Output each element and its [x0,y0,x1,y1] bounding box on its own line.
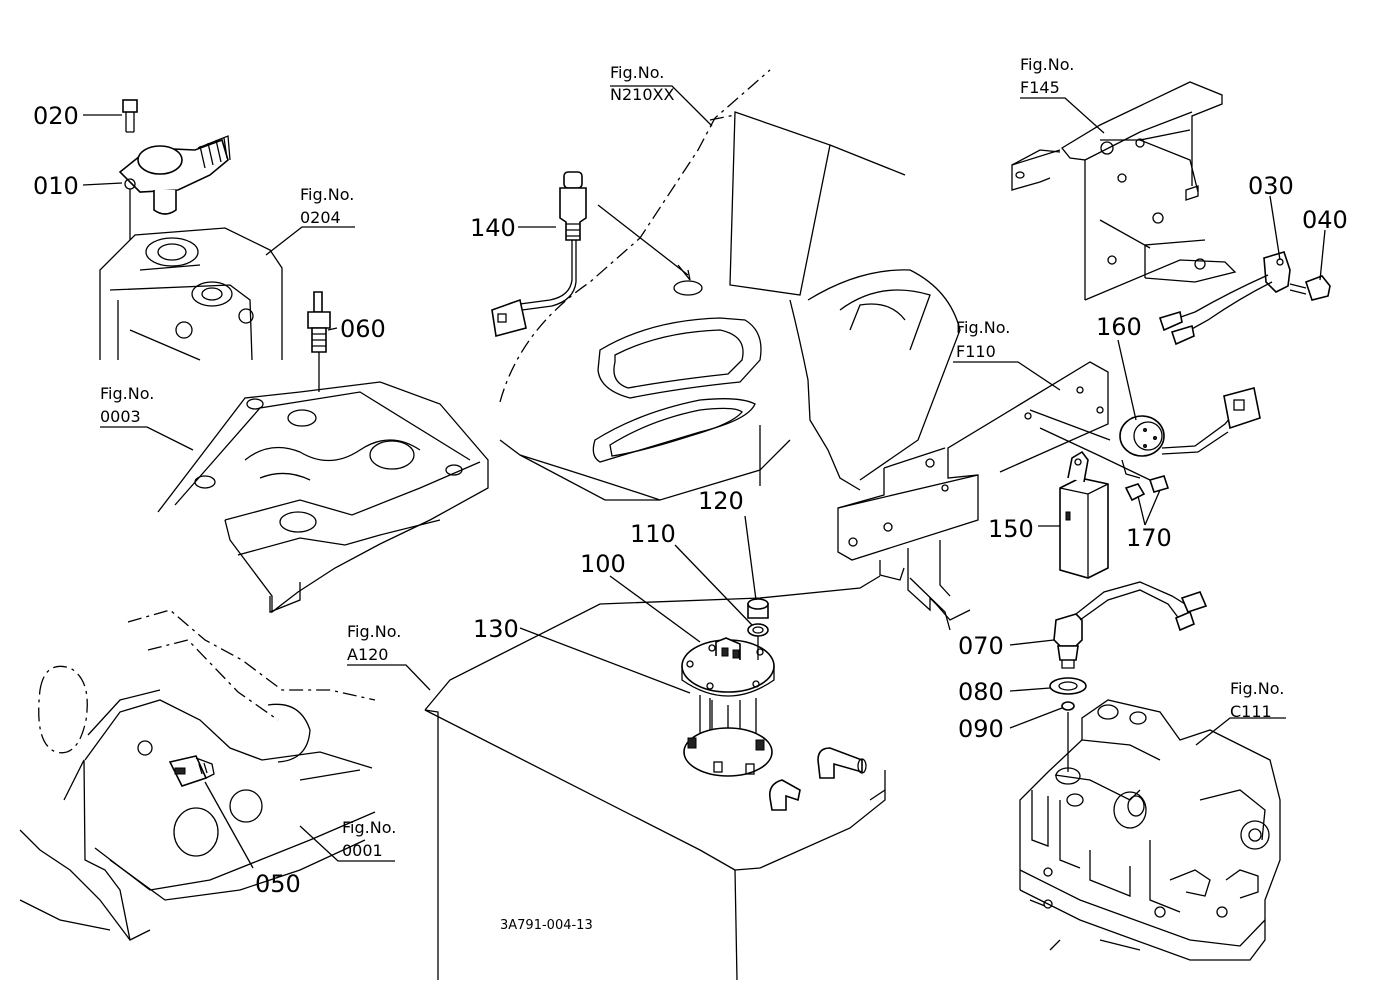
sensor-030 [1158,251,1291,346]
callout-040: 040 [1302,206,1348,234]
engine-block [19,609,376,941]
screw-040 [1289,275,1331,301]
svg-text:F110: F110 [956,342,996,361]
speed-sensor-010 [118,135,231,240]
svg-text:Fig.No.: Fig.No. [610,63,664,82]
fuel-sender-100 [681,637,775,777]
callout-100: 100 [580,550,626,578]
hazard-switch-140 [491,171,691,338]
temp-sender-060 [307,291,331,392]
fig-ref-f110: Fig.No. F110 [956,318,1010,361]
callout-150: 150 [988,515,1034,543]
leader-lines [82,85,1326,869]
fuel-tank [424,575,886,981]
callout-070: 070 [958,632,1004,660]
callout-090: 090 [958,715,1004,743]
callout-numbers: 020 010 060 050 140 030 040 160 150 170 … [33,102,1348,898]
callout-160: 160 [1096,313,1142,341]
flasher-unit-150 [1059,450,1109,579]
oring-090 [1061,701,1075,711]
svg-text:Fig.No.: Fig.No. [100,384,154,403]
svg-text:0001: 0001 [342,841,383,860]
callout-050: 050 [255,870,301,898]
svg-text:C111: C111 [1230,702,1272,721]
callout-020: 020 [33,102,79,130]
fig-ref-0003: Fig.No. 0003 [100,384,154,426]
callout-060: 060 [340,315,386,343]
fig-ref-0001: Fig.No. 0001 [342,818,396,860]
svg-text:A120: A120 [347,645,388,664]
svg-text:Fig.No.: Fig.No. [956,318,1010,337]
svg-text:F145: F145 [1020,78,1060,97]
callout-010: 010 [33,172,79,200]
svg-text:0003: 0003 [100,407,141,426]
callout-130: 130 [473,615,519,643]
fig-ref-0204: Fig.No. 0204 [300,185,354,227]
gear-case-assembly [99,227,283,361]
callout-030: 030 [1248,172,1294,200]
callout-170: 170 [1126,524,1172,552]
figure-references: Fig.No. N210XX Fig.No. F145 Fig.No. 0204… [100,55,1284,860]
callout-080: 080 [958,678,1004,706]
washer-080 [1049,677,1087,695]
bolt-020 [122,99,138,133]
gasket-110 [747,623,769,637]
bracket-f145 [1011,81,1237,301]
spacer-120 [747,598,769,660]
callout-140: 140 [470,214,516,242]
svg-text:0204: 0204 [300,208,341,227]
svg-text:Fig.No.: Fig.No. [300,185,354,204]
dashboard-panel [499,69,961,501]
fig-ref-n210xx: Fig.No. N210XX [610,63,674,104]
screws-170 [1029,409,1170,502]
hose-fittings [768,747,867,811]
mount-panel-f110 [837,361,1109,631]
buzzer-160 [1119,387,1261,479]
oil-switch-050 [168,755,215,787]
callout-120: 120 [698,487,744,515]
pressure-switch-070 [1053,581,1208,669]
svg-text:Fig.No.: Fig.No. [347,622,401,641]
svg-text:Fig.No.: Fig.No. [1230,679,1284,698]
manifold-plate [157,381,489,614]
svg-text:Fig.No.: Fig.No. [1020,55,1074,74]
drawing-code: 3A791-004-13 [500,918,593,933]
fig-ref-a120: Fig.No. A120 [347,622,401,664]
fig-ref-f145: Fig.No. F145 [1020,55,1074,97]
svg-text:Fig.No.: Fig.No. [342,818,396,837]
hydraulic-valve [1019,699,1281,961]
fig-ref-c111: Fig.No. C111 [1230,679,1284,721]
callout-110: 110 [630,520,676,548]
svg-text:N210XX: N210XX [610,85,674,104]
